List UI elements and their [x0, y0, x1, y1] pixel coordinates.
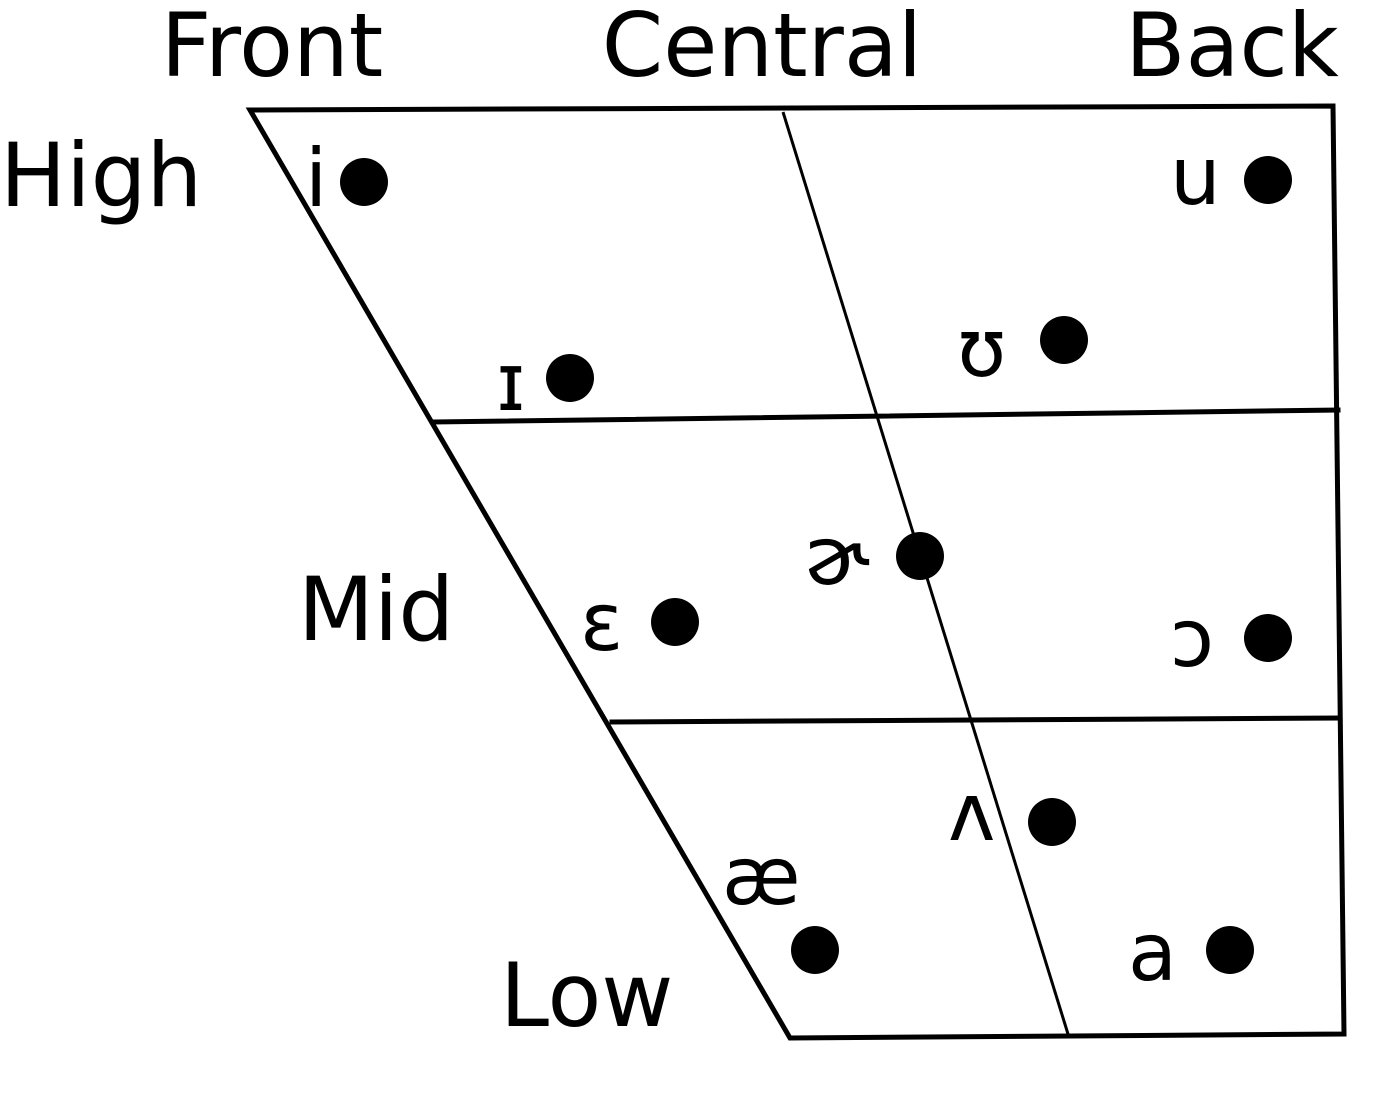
vowel-symbol-open-o: ɔ [1170, 592, 1214, 685]
vowel-symbol-i: i [305, 132, 327, 225]
vowel-dot-open-e [651, 598, 699, 646]
vowel-trapezoid-outline [245, 103, 1347, 1041]
column-label-back: Back [1125, 0, 1339, 97]
vowel-dot-small-capital-i [546, 354, 594, 402]
vowel-dot-ash [791, 926, 839, 974]
vowel-symbol-wedge: ʌ [948, 766, 995, 859]
vowel-symbol-upsilon: ʊ [957, 302, 1006, 395]
vowel-dot-u [1244, 156, 1292, 204]
vowel-dot-a [1206, 926, 1254, 974]
vowel-symbol-u: u [1170, 130, 1221, 223]
vowel-dot-i [340, 158, 388, 206]
mid-low-divider [609, 715, 1343, 725]
column-label-front: Front [161, 0, 384, 97]
vowel-symbol-ash: æ [722, 830, 801, 923]
column-label-central: Central [602, 0, 922, 97]
vowel-symbol-a: a [1128, 906, 1177, 999]
high-mid-divider [431, 407, 1341, 425]
vowel-dot-wedge [1028, 798, 1076, 846]
vowel-symbol-small-capital-i: ɪ [496, 336, 526, 429]
vowel-dot-open-o [1244, 614, 1292, 662]
vowel-dot-rhotic-schwa [896, 532, 944, 580]
vowel-dot-upsilon [1040, 316, 1088, 364]
row-label-mid: Mid [298, 558, 454, 661]
vowel-symbol-open-e: ɛ [580, 576, 623, 669]
row-label-low: Low [500, 944, 673, 1047]
vowel-symbol-rhotic-schwa: ɚ [804, 510, 870, 603]
row-label-high: High [0, 124, 202, 227]
